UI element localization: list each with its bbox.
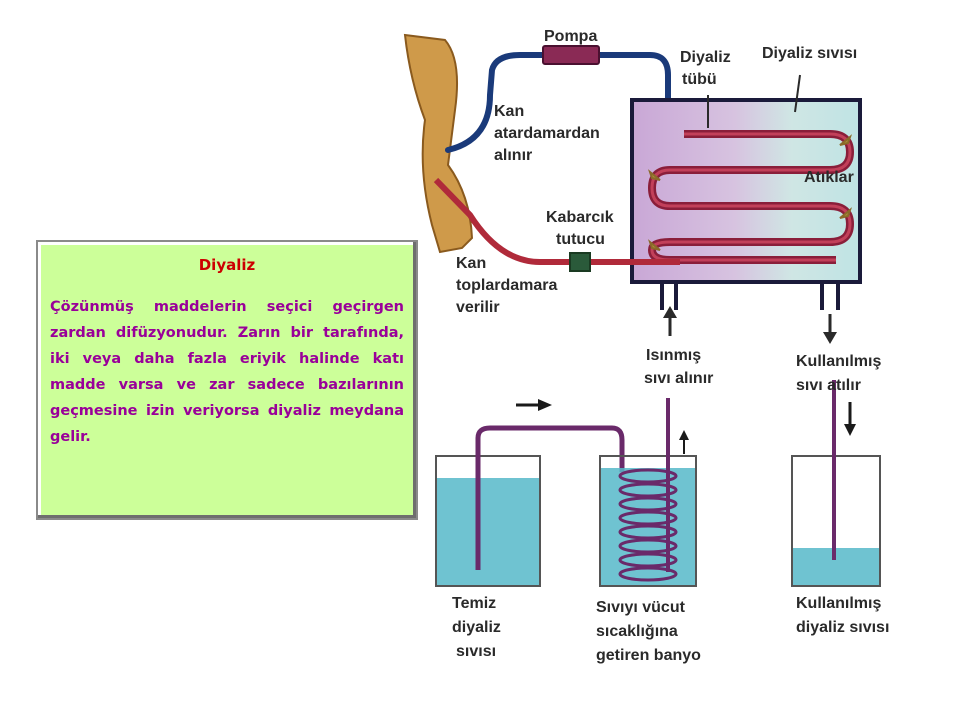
waste-arrows [647, 134, 853, 251]
vein-return-tube [433, 177, 680, 265]
clean-fluid-container [435, 455, 541, 587]
info-text: Çözünmüş maddelerin seçici geçirgen zard… [50, 299, 404, 445]
label-kan-atar-2: atardamardan [494, 125, 600, 142]
info-title: Diyaliz [198, 256, 256, 274]
label-banyo-3: getiren banyo [596, 647, 701, 664]
label-kullanilmis-sivi-2: diyaliz sıvısı [796, 619, 889, 636]
label-kullanilmis-out-1: Kullanılmış [796, 353, 881, 370]
label-pompa: Pompa [544, 28, 597, 45]
label-diyaliz-tubu-1: Diyaliz [680, 49, 731, 66]
label-temiz-3: sıvısı [456, 643, 496, 660]
fluid-transfer-tube [475, 425, 625, 570]
info-box: Diyaliz Çözünmüş maddelerin seçici geçir… [36, 240, 418, 520]
label-isinmis-2: sıvı alınır [644, 370, 713, 387]
label-temiz-2: diyaliz [452, 619, 501, 636]
bubble-trap-icon [569, 252, 591, 272]
dialyzer-outlet-port [820, 282, 840, 310]
label-kan-atar-1: Kan [494, 103, 524, 120]
artery-tube [445, 52, 548, 153]
dialyzer-chamber [630, 98, 862, 284]
label-banyo-2: sıcaklığına [596, 623, 678, 640]
label-isinmis-1: Isınmış [646, 347, 701, 364]
label-temiz-1: Temiz [452, 595, 496, 612]
label-kullanilmis-out-2: sıvı atılır [796, 377, 861, 394]
label-diyaliz-tubu-2: tübü [682, 71, 717, 88]
label-kan-topl-3: verilir [456, 299, 500, 316]
label-atiklar: Atıklar [804, 169, 854, 186]
label-kullanilmis-sivi-1: Kullanılmış [796, 595, 881, 612]
label-diyaliz-sivisi: Diyaliz sıvısı [762, 45, 857, 62]
label-kan-topl-2: toplardamara [456, 277, 557, 294]
pump-icon [542, 45, 600, 65]
label-kan-atar-3: alınır [494, 147, 532, 164]
heating-coil [618, 468, 678, 582]
label-kabarcik-2: tutucu [556, 231, 605, 248]
dialyzer-inlet-port [660, 282, 678, 310]
label-kan-topl-1: Kan [456, 255, 486, 272]
label-banyo-1: Sıvıyı vücut [596, 599, 686, 616]
label-kabarcik-1: Kabarcık [546, 209, 614, 226]
